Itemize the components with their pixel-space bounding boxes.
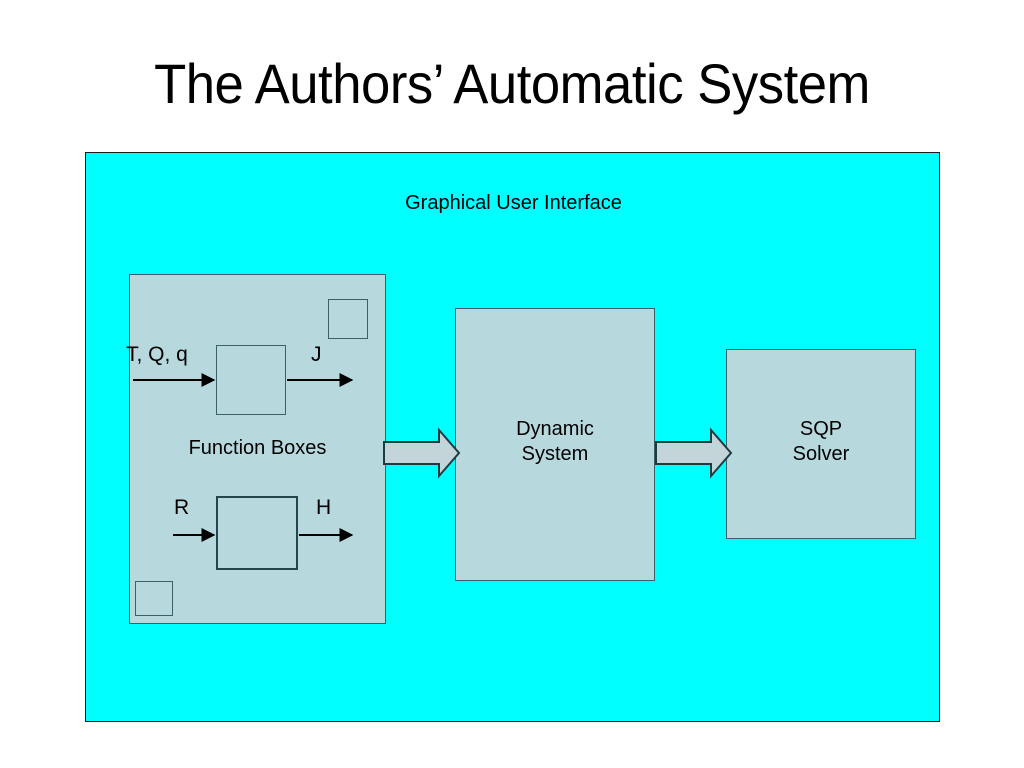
signal-label-input-upper: T, Q, q — [126, 343, 188, 366]
block-dynamic-system: Dynamic System — [455, 308, 655, 581]
function-box-upper — [216, 345, 286, 415]
page-title: The Authors’ Automatic System — [154, 52, 870, 115]
gui-caption: Graphical User Interface — [405, 192, 622, 214]
signal-label-output-lower: H — [316, 496, 332, 519]
decorative-square-top-right — [328, 299, 368, 339]
function-box-lower — [216, 496, 298, 570]
decorative-square-bottom-left — [135, 581, 173, 616]
signal-label-input-lower: R — [174, 496, 190, 519]
flow-arrow-dynamic-system-to-sqp-solver — [655, 427, 733, 479]
signal-label-output-upper: J — [311, 343, 322, 366]
function-boxes-label: Function Boxes — [188, 437, 327, 459]
flow-arrow-panel-to-dynamic-system — [383, 427, 461, 479]
block-sqp-solver: SQP Solver — [726, 349, 916, 539]
block-dynamic-system-label: Dynamic System — [516, 418, 594, 465]
diagram-canvas: Graphical User Interface Function Boxes … — [85, 152, 940, 722]
block-sqp-solver-label: SQP Solver — [792, 418, 850, 465]
